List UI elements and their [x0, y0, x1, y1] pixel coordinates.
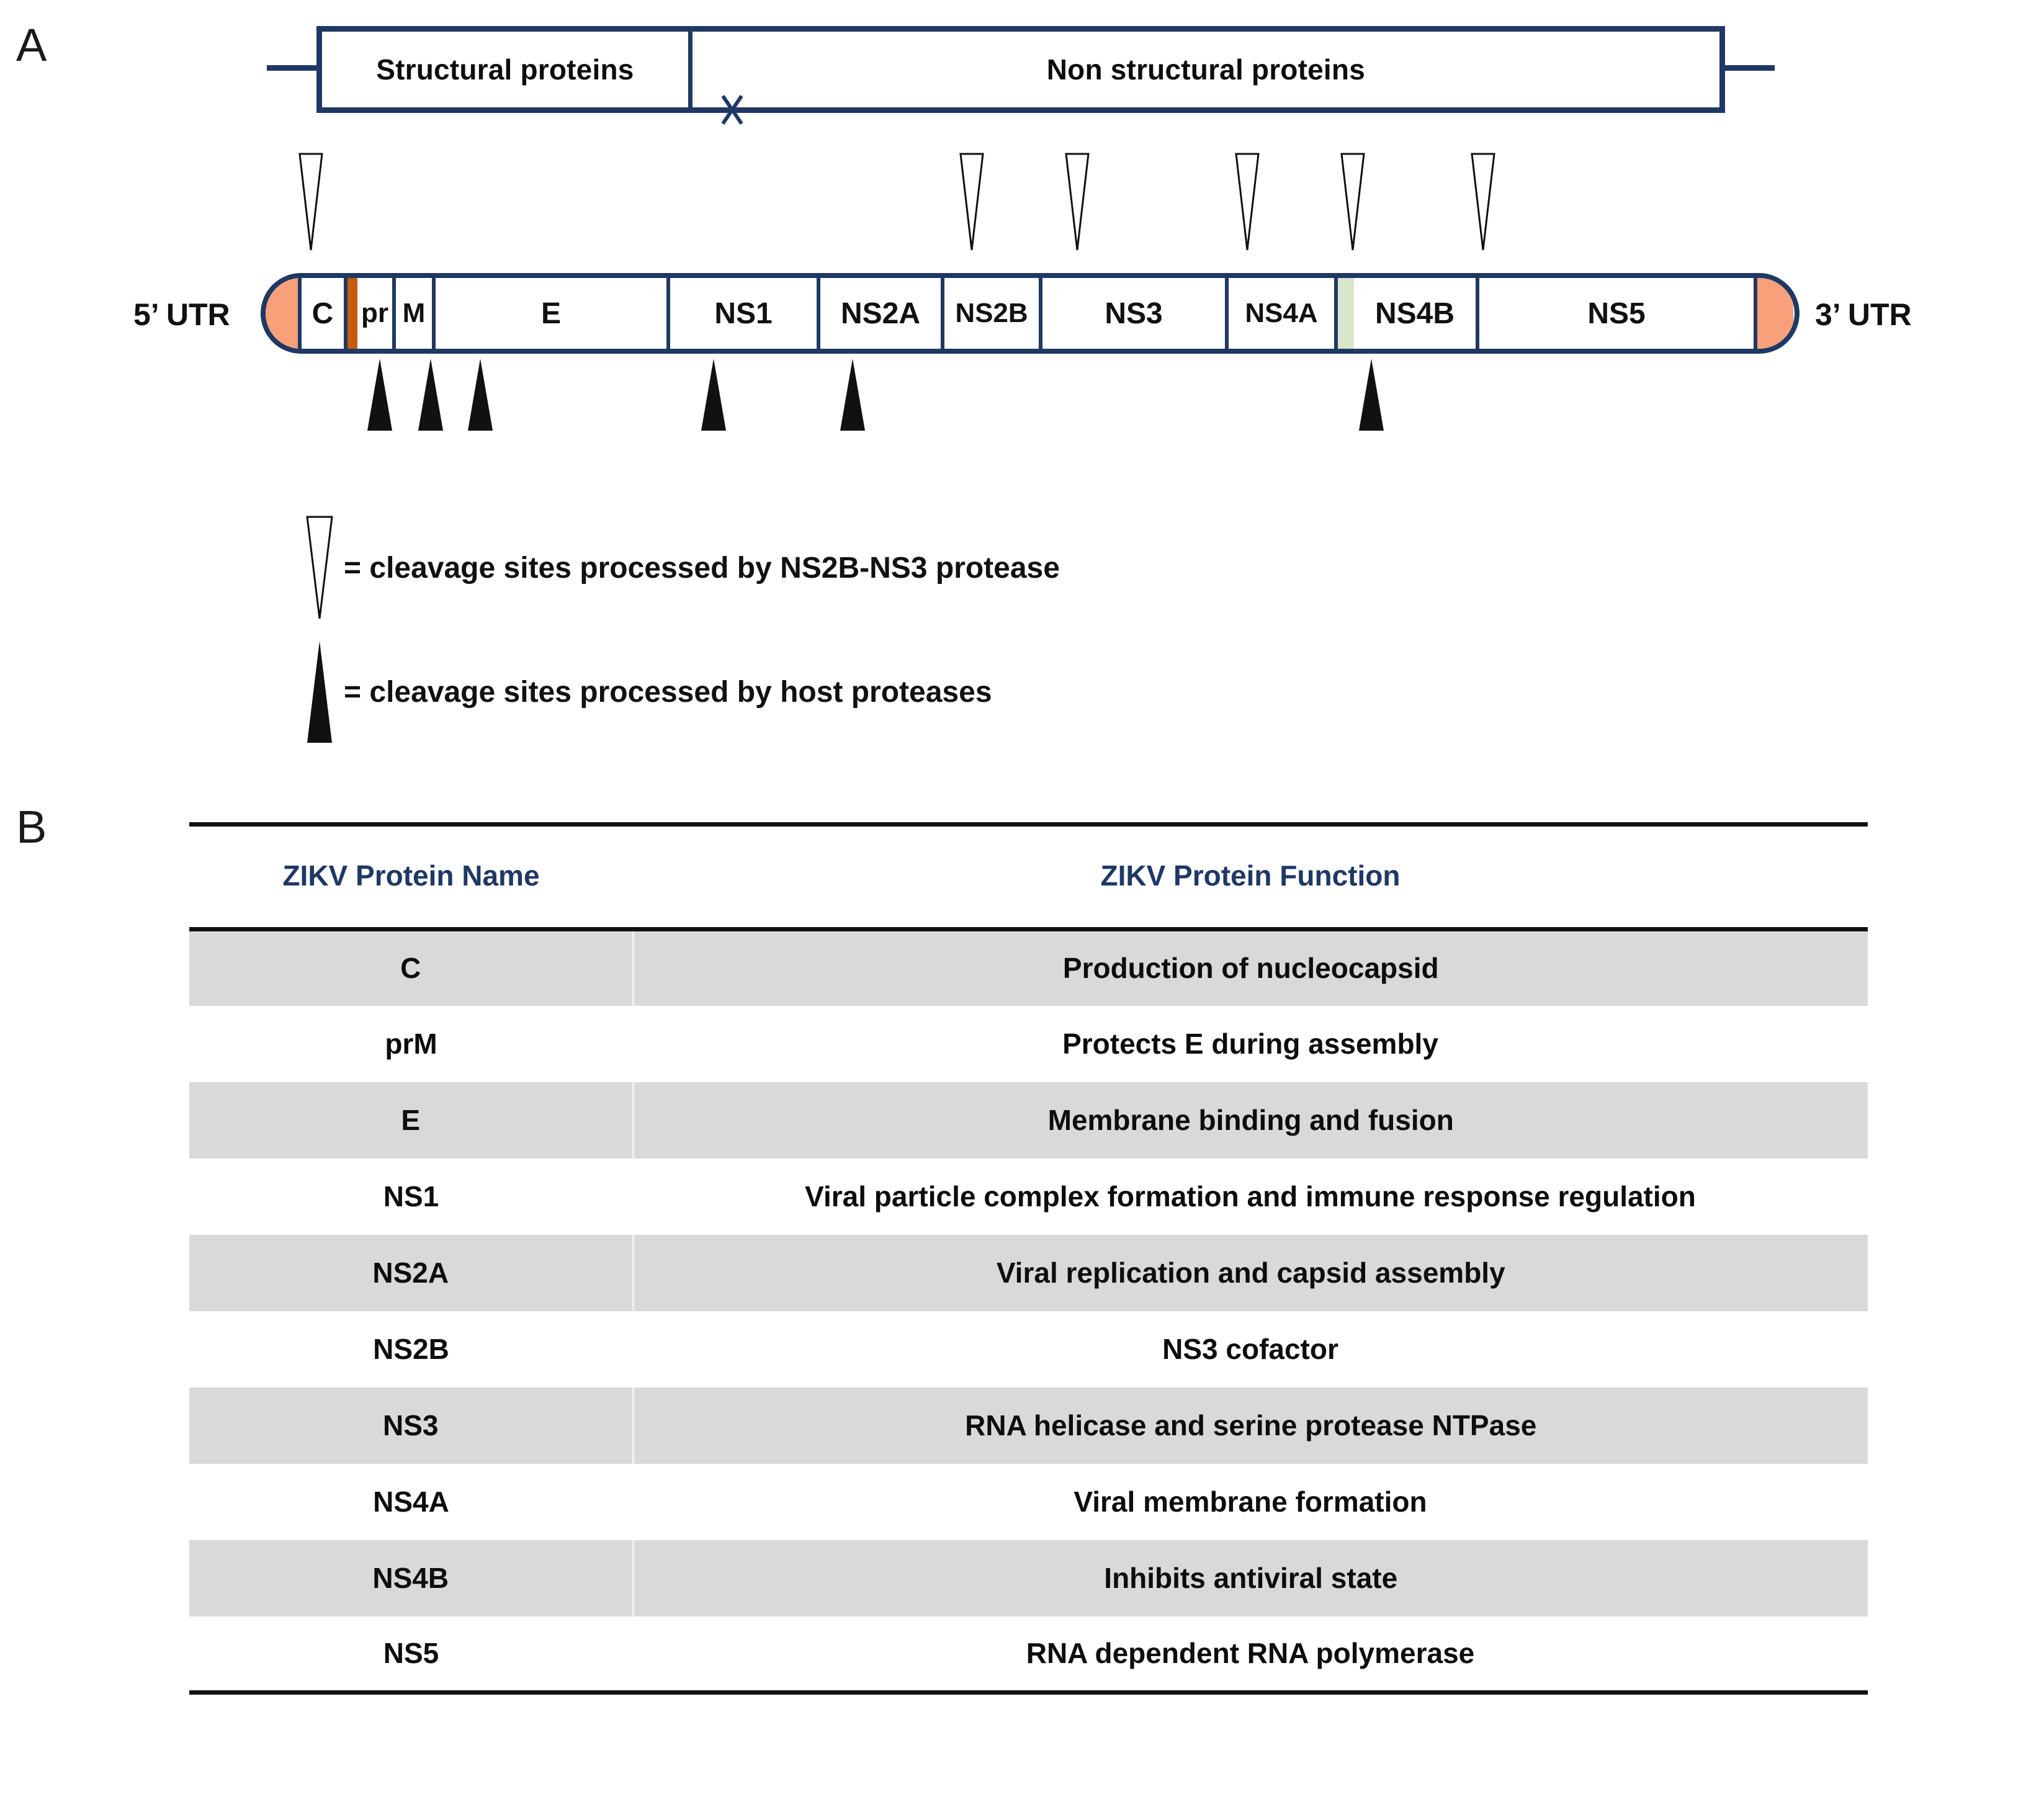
cleavage-site-ns2b-ns3-icon: [959, 152, 984, 251]
cell-protein-function: Viral replication and capsid assembly: [633, 1234, 1868, 1311]
cleavage-site-host-protease-icon: [467, 359, 494, 432]
cleavage-site-host-protease-icon: [700, 359, 727, 432]
cell-protein-function: RNA helicase and serine protease NTPase: [633, 1387, 1868, 1464]
utr5-label: 5’ UTR: [133, 297, 230, 332]
genome-segment-5utr: [266, 278, 302, 349]
cleavage-site-ns2b-ns3-icon: [1235, 152, 1260, 251]
cell-protein-name: NS4A: [189, 1463, 633, 1540]
panel-a-label: A: [16, 19, 47, 71]
column-header-protein-name: ZIKV Protein Name: [189, 822, 633, 931]
legend-label-host-protease: = cleavage sites processed by host prote…: [344, 675, 992, 709]
genome-segment-pr: pr: [357, 278, 396, 349]
genome-segment-3utr: [1757, 278, 1793, 349]
cell-protein-function: Inhibits antiviral state: [633, 1540, 1868, 1616]
cleavage-site-host-protease-icon: [1358, 359, 1385, 432]
genome-segment-m: M: [396, 278, 436, 349]
utr3-label: 3’ UTR: [1815, 297, 1912, 332]
orf-left-tick: [267, 65, 316, 71]
white-triangle-icon: [305, 515, 334, 621]
zikv-protein-table: ZIKV Protein Name ZIKV Protein Function …: [189, 822, 1868, 1695]
cell-protein-name: C: [189, 929, 634, 1006]
legend-entry-ns2b-ns3: = cleavage sites processed by NS2B-NS3 p…: [305, 515, 1060, 621]
cell-protein-name: NS5: [189, 1616, 633, 1695]
black-triangle-icon: [305, 639, 334, 745]
cell-protein-function: RNA dependent RNA polymerase: [633, 1616, 1868, 1695]
table-header-row: ZIKV Protein Name ZIKV Protein Function: [189, 822, 1868, 931]
orf-right-tick: [1725, 65, 1775, 71]
cell-protein-name: E: [189, 1082, 634, 1159]
legend-label-ns2b-ns3: = cleavage sites processed by NS2B-NS3 p…: [344, 551, 1060, 585]
genome-segment-anchor: [347, 278, 357, 349]
panel-b-label: B: [16, 801, 47, 853]
genome-segment-ns2a: NS2A: [820, 278, 944, 349]
legend-entry-host-protease: = cleavage sites processed by host prote…: [305, 639, 992, 745]
cell-protein-function: Protects E during assembly: [633, 1005, 1868, 1082]
cleavage-site-ns2b-ns3-icon: [1065, 152, 1090, 251]
structural-proteins-label: Structural proteins: [322, 32, 693, 107]
cell-protein-name: NS2A: [189, 1234, 634, 1311]
cell-protein-name: NS1: [189, 1158, 633, 1235]
genome-segment-e: E: [436, 278, 670, 349]
cell-protein-name: prM: [189, 1005, 633, 1082]
cell-protein-function: NS3 cofactor: [633, 1311, 1868, 1387]
cleavage-site-ns2b-ns3-icon: [1340, 152, 1365, 251]
cell-protein-name: NS3: [189, 1387, 634, 1464]
genome-segment-ns2b: NS2B: [944, 278, 1042, 349]
cell-protein-function: Production of nucleocapsid: [633, 929, 1868, 1006]
genome-bar: C pr M E NS1 NS2A NS2B NS3 NS4A NS4B NS5: [261, 273, 1800, 354]
genome-segment-2k: [1338, 278, 1354, 349]
column-header-protein-function: ZIKV Protein Function: [633, 822, 1868, 931]
non-structural-proteins-label: Non structural proteins: [1046, 53, 1365, 86]
genome-segment-ns3: NS3: [1042, 278, 1229, 349]
cleavage-site-host-protease-icon: [366, 359, 393, 432]
genome-bar-row: 5’ UTR 3’ UTR C pr M E NS1 NS2A NS2B NS3…: [0, 273, 2044, 360]
orf-overview-diagram: Structural proteins Non structural prote…: [267, 26, 1775, 125]
x-mark-icon: [715, 93, 749, 127]
cleavage-site-ns2b-ns3-icon: [298, 152, 323, 251]
cell-protein-function: Membrane binding and fusion: [633, 1082, 1868, 1159]
cell-protein-name: NS4B: [189, 1540, 634, 1616]
cleavage-site-ns2b-ns3-icon: [1471, 152, 1495, 251]
genome-segment-c: C: [302, 278, 347, 349]
cell-protein-function: Viral membrane formation: [633, 1463, 1868, 1540]
genome-segment-ns5: NS5: [1479, 278, 1757, 349]
cleavage-site-host-protease-icon: [839, 359, 866, 432]
genome-segment-ns4a: NS4A: [1229, 278, 1338, 349]
cleavage-site-host-protease-icon: [417, 359, 444, 432]
cell-protein-function: Viral particle complex formation and imm…: [633, 1158, 1868, 1235]
genome-segment-ns1: NS1: [670, 278, 820, 349]
genome-segment-ns4b: NS4B: [1354, 278, 1479, 349]
orf-box: Structural proteins Non structural prote…: [316, 26, 1725, 113]
cell-protein-name: NS2B: [189, 1311, 633, 1387]
